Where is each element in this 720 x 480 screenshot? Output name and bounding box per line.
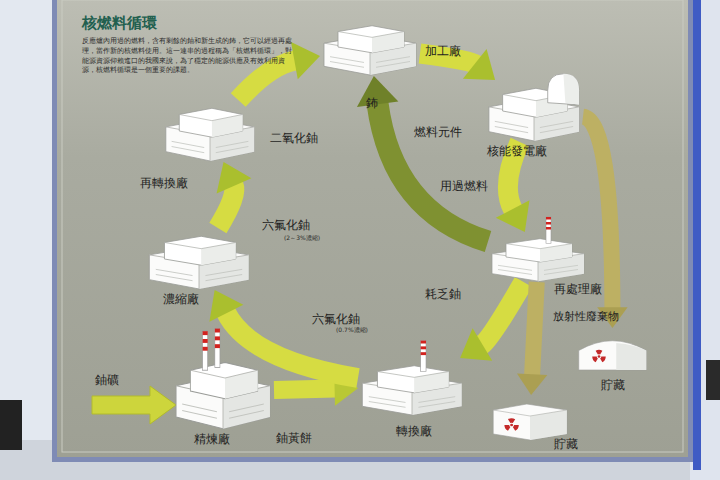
facility-label: 核能發電廠 <box>487 144 547 159</box>
facility-label: 轉換廠 <box>396 424 432 439</box>
arrow-head <box>291 42 320 79</box>
facility-node: 濃縮廠 <box>145 228 253 290</box>
facility-label: 再轉換廠 <box>140 176 188 191</box>
arrow-head <box>460 328 492 361</box>
flow-arrow <box>583 117 628 328</box>
flow-label: 鈾黃餅 <box>276 430 312 447</box>
ore-arrow <box>92 386 176 424</box>
arrow-shaft <box>482 282 524 345</box>
facility-node: 貯藏 <box>575 328 650 373</box>
arrow-head <box>217 162 252 193</box>
facility-node: 再處理廠 <box>488 232 588 282</box>
flow-arrow <box>217 162 252 228</box>
annotation-label: (2～3%濃縮) <box>284 234 320 243</box>
flow-label: 耗乏鈾 <box>425 286 461 303</box>
flow-label: 六氟化鈾 <box>312 311 360 328</box>
arrow-head <box>209 290 243 322</box>
facility-node: 再轉換廠 <box>162 100 258 162</box>
facility-label: 精煉廠 <box>194 432 230 447</box>
flow-label: 二氧化鈾 <box>270 130 318 147</box>
arrow-shaft <box>238 60 295 100</box>
facility-node: 精煉廠 <box>172 352 274 430</box>
arrow-shaft <box>378 103 488 241</box>
flow-label: 鈽 <box>366 95 378 112</box>
arrow-shaft <box>274 389 336 390</box>
flow-label: 用過燃料 <box>440 178 488 195</box>
facility-node: 轉換廠 <box>358 358 466 416</box>
flow-arrow <box>357 76 488 242</box>
facility-label: 貯藏 <box>601 378 625 393</box>
flow-arrow <box>460 282 523 361</box>
arrow-shaft <box>583 117 612 309</box>
intro-note: 反應爐內用過的燃料，含有剩餘的鈾和新生成的鈽，它可以經過再處理，當作新的核燃料使… <box>82 37 294 76</box>
annotation-label: 鈾礦 <box>95 372 119 389</box>
arrow-head <box>496 200 530 232</box>
annotation-label: (0.7%濃縮) <box>336 326 368 335</box>
diagram-title: 核燃料循環 <box>82 14 157 33</box>
facility-label: 濃縮廠 <box>163 292 199 307</box>
arrow-head <box>517 373 547 395</box>
facility-label: 貯藏 <box>554 437 578 452</box>
flow-label: 放射性廢棄物 <box>553 309 619 324</box>
facility-node: 核能發電廠 <box>485 80 583 142</box>
flow-arrow <box>517 282 547 395</box>
facility-node: 貯藏 <box>490 395 570 440</box>
flow-label: 六氟化鈾 <box>262 217 310 234</box>
arrow-shaft <box>532 282 537 375</box>
facility-label: 再處理廠 <box>554 282 602 297</box>
flow-label: 燃料元件 <box>414 124 462 141</box>
arrow-head <box>463 49 495 80</box>
facility-label: 加工廠 <box>425 44 461 59</box>
facility-node: 加工廠 <box>320 18 420 76</box>
